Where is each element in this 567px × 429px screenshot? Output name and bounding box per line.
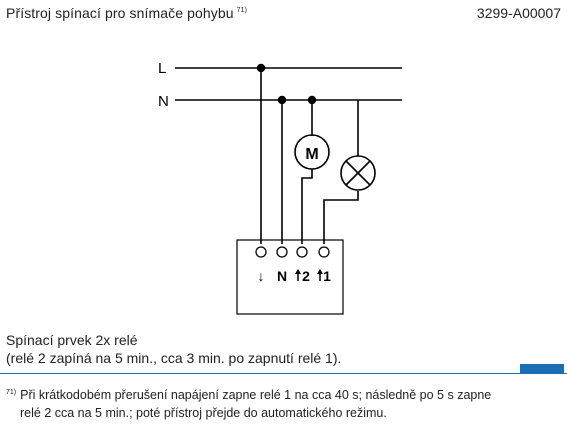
motor-return-wire bbox=[301, 169, 313, 244]
footnote-ref: 71) bbox=[6, 389, 17, 396]
terminal-1 bbox=[255, 246, 267, 258]
motor-symbol bbox=[294, 134, 330, 170]
footnote: 71)Při krátkodobém přerušení napájení za… bbox=[6, 384, 564, 422]
caption-line-2: (relé 2 zapíná na 5 min., cca 3 min. po … bbox=[6, 350, 342, 366]
terminal-1-label: ↓ bbox=[258, 268, 265, 284]
footnote-line-2: relé 2 cca na 5 min.; poté přístroj přej… bbox=[20, 406, 387, 421]
accent-block bbox=[520, 364, 564, 374]
l-label: L bbox=[158, 60, 166, 77]
article-code: 3299-A00007 bbox=[476, 5, 561, 21]
arrow-up-icon bbox=[295, 269, 301, 274]
footnote-line-1: Při krátkodobém přerušení napájení zapne… bbox=[20, 388, 492, 403]
terminal-3-label: 2 bbox=[295, 268, 310, 284]
terminal-2 bbox=[276, 246, 288, 258]
junction-dot bbox=[277, 95, 287, 105]
terminal-4 bbox=[318, 246, 330, 258]
caption-line-1: Spínací prvek 2x relé bbox=[6, 332, 138, 348]
title-text: Přístroj spínací pro snímače pohybu bbox=[6, 5, 234, 21]
junction-dot bbox=[256, 63, 266, 73]
device-box bbox=[236, 239, 344, 315]
svg-text:1: 1 bbox=[323, 268, 331, 284]
terminal-2-label: N bbox=[277, 268, 287, 284]
junction-dot bbox=[307, 95, 317, 105]
title-footnote-ref: 71) bbox=[236, 7, 248, 15]
arrow-up-icon bbox=[317, 269, 323, 274]
terminal-4-label: 1 bbox=[317, 268, 331, 284]
n-label: N bbox=[158, 93, 169, 110]
lamp-cross-icon bbox=[340, 155, 376, 191]
lamp-return-wire bbox=[323, 191, 359, 244]
terminal-3 bbox=[296, 246, 308, 258]
svg-text:2: 2 bbox=[302, 268, 310, 284]
motor-label: M bbox=[305, 146, 318, 163]
caption: Spínací prvek 2x relé (relé 2 zapíná na … bbox=[6, 331, 341, 367]
accent-rule bbox=[0, 373, 567, 374]
